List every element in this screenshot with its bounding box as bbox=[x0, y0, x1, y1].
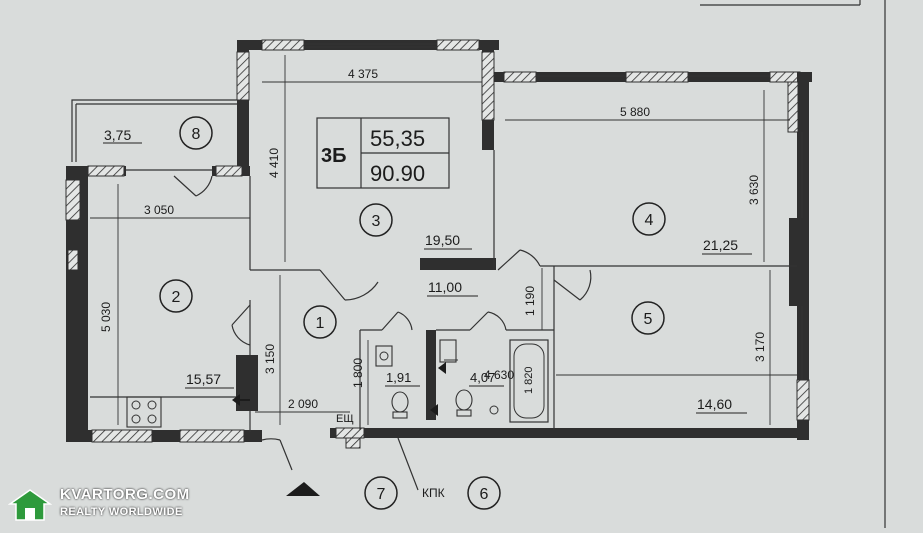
apartment-summary-box: 3Б 55,35 90.90 bbox=[316, 117, 450, 189]
dim-1800: 1 800 bbox=[351, 358, 365, 388]
interior-walls bbox=[236, 150, 797, 432]
watermark-title: KVARTORG.COM bbox=[60, 486, 190, 503]
area-room-2: 15,57 bbox=[186, 371, 221, 387]
kpk-label: КПК bbox=[422, 486, 445, 500]
entrance-arrow bbox=[286, 482, 320, 496]
dim-3630: 3 630 bbox=[747, 175, 761, 205]
vent-markers bbox=[232, 362, 446, 416]
dim-3150: 3 150 bbox=[263, 344, 277, 374]
dim-1190: 1 190 bbox=[523, 286, 537, 316]
dim-4375: 4 375 bbox=[348, 67, 378, 81]
windows bbox=[126, 43, 803, 380]
dim-5880: 5 880 bbox=[620, 105, 650, 119]
dim-4410: 4 410 bbox=[267, 148, 281, 178]
dim-2090: 2 090 bbox=[288, 397, 318, 411]
total-area-value: 90.90 bbox=[370, 161, 425, 186]
dimension-lines bbox=[90, 55, 797, 425]
dim-3170: 3 170 bbox=[753, 332, 767, 362]
bathroom-fixtures bbox=[375, 339, 549, 423]
watermark: KVARTORG.COM REALTY WORLDWIDE bbox=[8, 486, 198, 524]
area-room-5: 14,60 bbox=[697, 396, 732, 412]
electric-panel-label: ЕЩ bbox=[336, 413, 354, 425]
bathtub bbox=[509, 339, 549, 423]
area-room-7: 1,91 bbox=[386, 370, 411, 385]
room-areas: 3,75 19,50 21,25 11,00 15,57 1,91 4,07 1… bbox=[103, 127, 752, 414]
kpk-leader bbox=[397, 437, 419, 491]
room-number-2: 2 bbox=[172, 289, 181, 306]
room-number-6: 6 bbox=[480, 486, 489, 503]
area-room-6: 4,07 bbox=[470, 370, 495, 385]
dim-5030: 5 030 bbox=[99, 302, 113, 332]
room-number-5: 5 bbox=[644, 311, 653, 328]
exterior-walls bbox=[65, 39, 812, 449]
house-logo-icon bbox=[8, 489, 52, 521]
door-swings bbox=[173, 175, 592, 471]
watermark-subtitle: REALTY WORLDWIDE bbox=[60, 506, 183, 518]
area-room-8: 3,75 bbox=[104, 127, 131, 143]
sink-7 bbox=[375, 345, 393, 367]
area-room-4: 21,25 bbox=[703, 237, 738, 253]
room-numbers: 8 3 4 2 1 5 7 6 bbox=[159, 116, 666, 510]
dim-3050: 3 050 bbox=[144, 203, 174, 217]
room-number-1: 1 bbox=[316, 315, 325, 332]
area-room-1: 11,00 bbox=[428, 279, 462, 295]
living-area-value: 55,35 bbox=[370, 126, 425, 151]
area-room-3: 19,50 bbox=[425, 232, 460, 248]
room-number-7: 7 bbox=[377, 486, 386, 503]
sink-6 bbox=[439, 339, 457, 363]
room-number-3: 3 bbox=[372, 213, 381, 230]
rooms-count-label: 3Б bbox=[321, 145, 347, 167]
dim-4630: 4 630 bbox=[484, 368, 514, 382]
room-number-4: 4 bbox=[645, 212, 654, 229]
balcony-outline bbox=[71, 99, 237, 162]
dimension-labels: 4 375 5 880 3 050 4 630 2 090 4 410 3 63… bbox=[99, 67, 767, 411]
bathtub-inner bbox=[513, 343, 545, 419]
room-number-8: 8 bbox=[192, 126, 201, 143]
dim-1820: 1 820 bbox=[523, 366, 535, 394]
kitchen-stove bbox=[90, 396, 236, 428]
